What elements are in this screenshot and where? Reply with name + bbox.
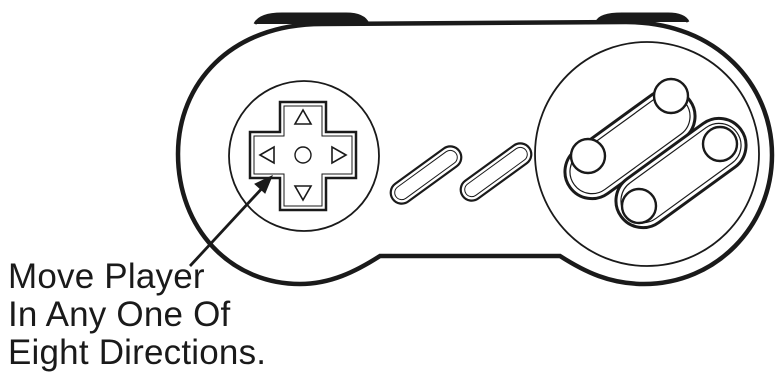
caption: Move Player In Any One Of Eight Directio… bbox=[8, 258, 348, 372]
face-button-x[interactable] bbox=[654, 79, 688, 113]
face-button-a[interactable] bbox=[703, 127, 737, 161]
caption-line-2: In Any One Of bbox=[8, 296, 348, 334]
caption-line-3: Eight Directions. bbox=[8, 334, 348, 372]
face-button-y[interactable] bbox=[571, 139, 605, 173]
caption-line-1: Move Player bbox=[8, 258, 348, 296]
face-button-b[interactable] bbox=[622, 189, 656, 223]
